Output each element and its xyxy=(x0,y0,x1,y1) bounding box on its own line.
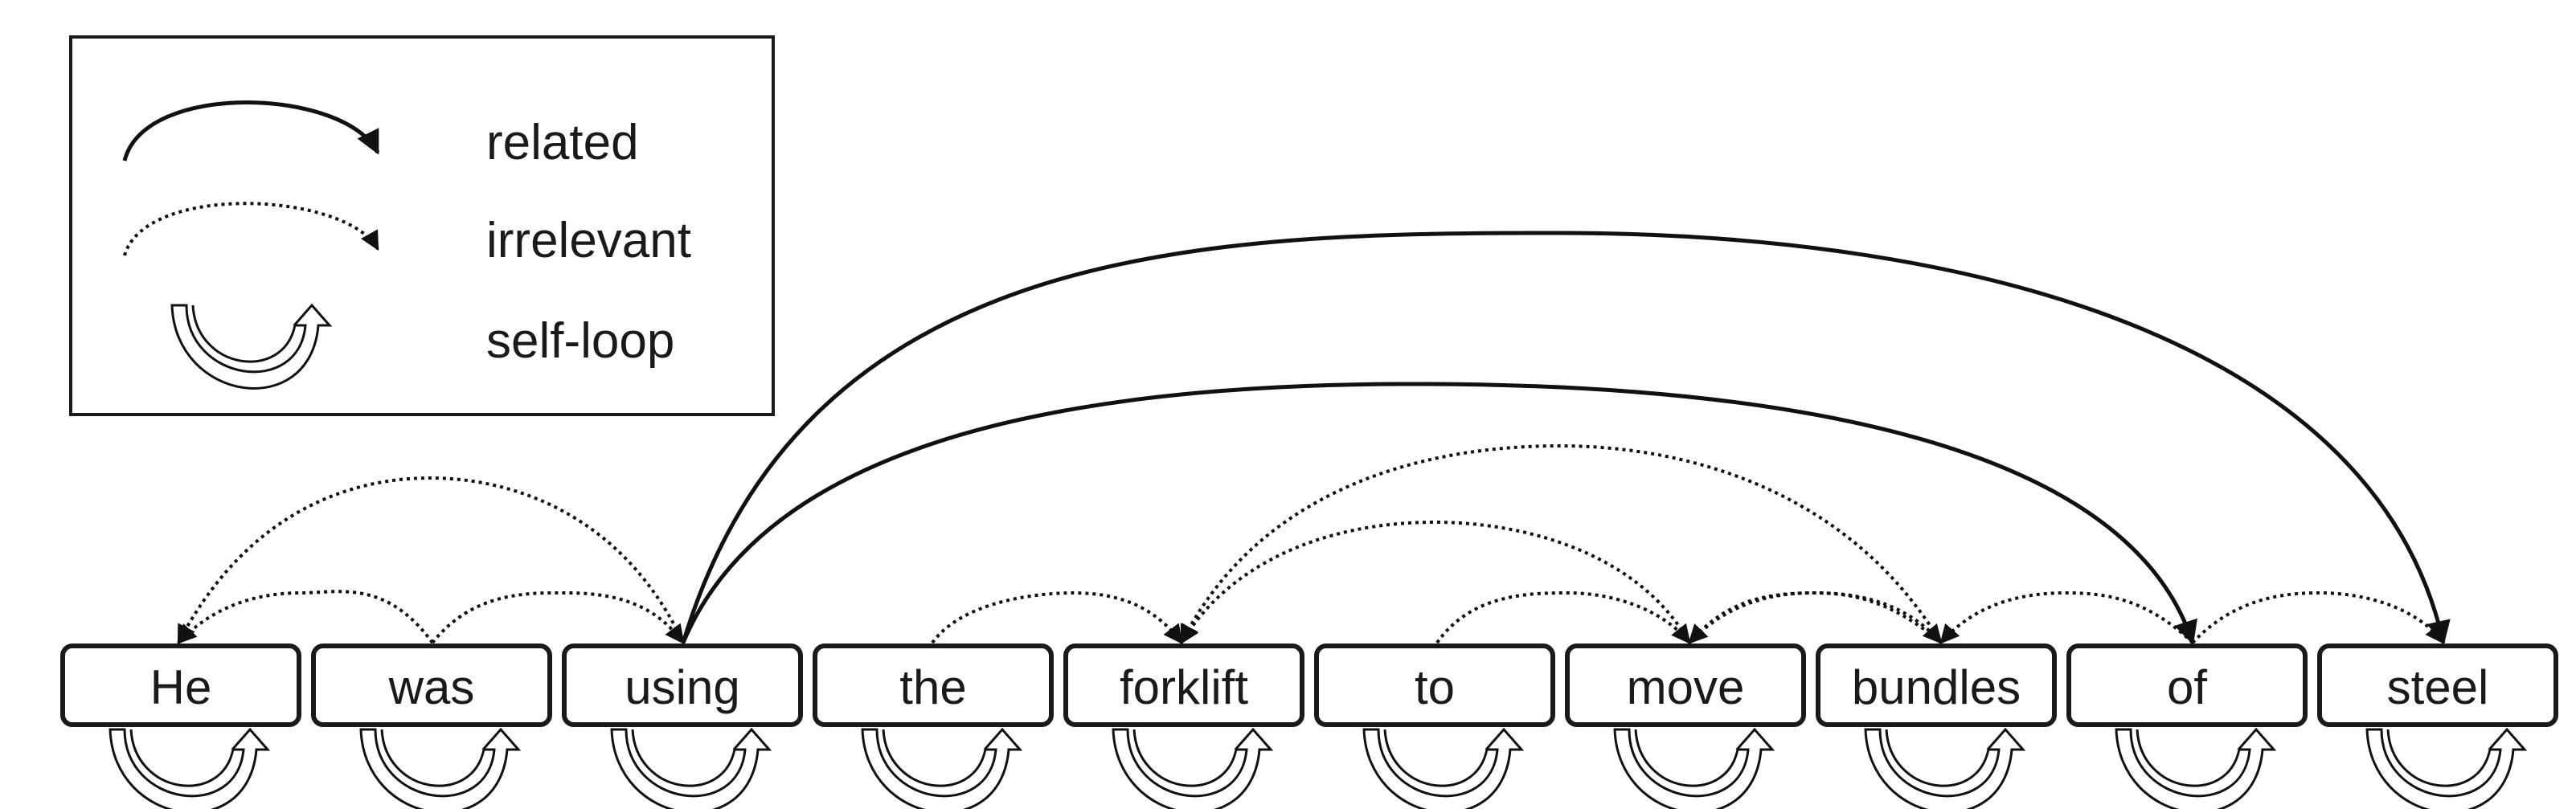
edge-move-to-bundles xyxy=(1688,590,1943,644)
self-loop-icon xyxy=(1112,727,1274,809)
token-He: He xyxy=(60,644,301,809)
token-label: He xyxy=(150,660,212,714)
token-label: using xyxy=(625,660,739,714)
self-loop-icon xyxy=(610,727,772,809)
irrelevant-edges xyxy=(177,443,2445,645)
edge-bundles-to-forklift xyxy=(1180,443,1943,645)
edge-move-to-forklift xyxy=(1180,520,1691,645)
self-loop-icon xyxy=(359,727,522,809)
token-the: the xyxy=(813,644,1054,809)
token-steel: steel xyxy=(2317,644,2558,809)
token-label: the xyxy=(899,660,966,714)
edge-using-to-of xyxy=(681,382,2197,645)
legend-related-arrow xyxy=(122,100,380,161)
token-label: to xyxy=(1415,660,1455,714)
self-loop-icon xyxy=(2365,727,2528,809)
self-loop-icon xyxy=(1864,727,2026,809)
legend-related-label: related xyxy=(486,115,639,170)
token-label: forklift xyxy=(1120,660,1248,714)
legend-irrelevant-label: irrelevant xyxy=(486,213,691,268)
token-using: using xyxy=(562,644,803,809)
token-label: was xyxy=(388,660,475,714)
token-move: move xyxy=(1565,644,1806,809)
self-loop-icon xyxy=(1613,727,1775,809)
edge-of-to-steel xyxy=(2191,590,2445,644)
legend: related irrelevant self-loop xyxy=(69,35,775,416)
edge-using-to-He xyxy=(177,476,685,645)
edge-using-to-steel xyxy=(681,231,2451,645)
legend-self-loop-label: self-loop xyxy=(486,313,674,369)
legend-irrelevant-arrow xyxy=(123,202,379,256)
edge-the-to-forklift xyxy=(931,590,1183,644)
edge-of-to-bundles xyxy=(1939,590,2194,644)
edge-was-to-He xyxy=(177,590,434,644)
edge-to-to-move xyxy=(1435,590,1691,644)
token-was: was xyxy=(311,644,552,809)
token-forklift: forklift xyxy=(1063,644,1304,809)
self-loop-icon xyxy=(109,727,271,809)
self-loop-icon xyxy=(1362,727,1525,809)
self-loop-icon xyxy=(861,727,1023,809)
related-edges xyxy=(681,231,2451,645)
token-of: of xyxy=(2066,644,2308,809)
self-loop-icon xyxy=(2115,727,2277,809)
token-label: bundles xyxy=(1852,660,2021,714)
legend-self-loop-icon xyxy=(170,303,333,390)
token-label: of xyxy=(2167,660,2207,714)
edge-bundles-to-move xyxy=(1688,590,1943,644)
token-to: to xyxy=(1314,644,1555,809)
tokens: He was using the xyxy=(60,644,2558,809)
edge-was-to-using xyxy=(431,590,685,644)
token-label: move xyxy=(1627,660,1745,714)
token-label: steel xyxy=(2387,660,2489,714)
token-bundles: bundles xyxy=(1816,644,2057,809)
